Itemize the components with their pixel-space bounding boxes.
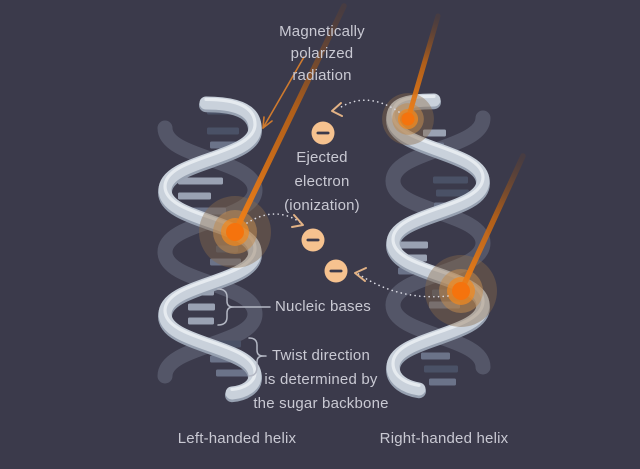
label-right-handed-helix: Right-handed helix <box>379 430 509 447</box>
right-helix-base-pair-bar <box>423 129 446 137</box>
ionization-impact-right-top-dot <box>401 112 415 126</box>
label-twist-direction: Twist direction is determined by the sug… <box>253 347 389 412</box>
ejection-path-middle <box>246 213 304 228</box>
right-helix-base-pair-bar <box>433 176 468 184</box>
left-helix-base-pair-bar <box>188 317 214 325</box>
nucleic-bases-brace <box>217 288 271 326</box>
left-helix-base-pair-bar <box>207 127 239 135</box>
left-helix-base-pair-bar <box>178 177 223 185</box>
radiation-beam-left <box>232 3 347 235</box>
left-helix-base-pair-bar <box>216 369 249 377</box>
minus-icon <box>316 131 330 135</box>
left-helix-base-pair-bar <box>188 303 215 311</box>
ionization-impact-left-dot <box>226 223 244 241</box>
label-left-handed-helix: Left-handed helix <box>177 430 297 447</box>
electron-top-icon <box>311 121 335 145</box>
electron-bottom-icon <box>324 259 348 283</box>
left-helix-base-pair-bar <box>210 258 241 266</box>
left-helix-base-pair-bar <box>178 192 211 200</box>
right-helix-base-pair-bar <box>436 189 469 197</box>
ejection-path-top-arrowhead <box>331 102 343 117</box>
ionization-impact-right-bottom-dot <box>452 282 470 300</box>
right-helix-base-pair-bar <box>424 365 458 373</box>
twist-direction-brace <box>248 337 267 377</box>
radiation-beam-right-top <box>405 13 441 122</box>
minus-icon <box>306 238 320 242</box>
label-nucleic-bases: Nucleic bases <box>275 298 371 315</box>
right-helix-base-pair-bar <box>421 352 450 360</box>
title-magnetically-polarized-radiation: Magnetically polarized radiation <box>279 23 365 84</box>
ejection-path-top <box>331 99 400 117</box>
electron-middle-icon <box>301 228 325 252</box>
radiation-beam-right-bottom <box>458 153 526 294</box>
ejection-path-middle-arrowhead <box>291 214 304 228</box>
right-helix-base-pair-bar <box>395 241 428 249</box>
minus-icon <box>329 269 343 273</box>
ejection-path-bottom <box>354 267 449 298</box>
ejection-path-bottom-arrowhead <box>354 267 367 282</box>
radiation-direction-arrow <box>262 56 305 129</box>
right-helix-base-pair-bar <box>429 378 456 386</box>
left-helix-back-strand <box>157 120 263 384</box>
label-ejected-electron: Ejected electron (ionization) <box>284 149 360 214</box>
